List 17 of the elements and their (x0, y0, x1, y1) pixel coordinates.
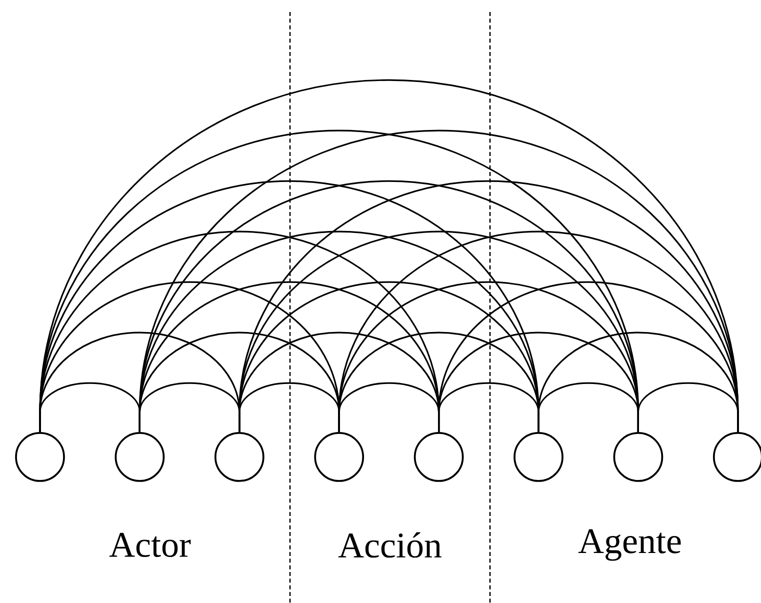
arc (438, 281, 739, 432)
circle-node (214, 432, 264, 482)
arc (538, 332, 739, 432)
circle-node (15, 432, 65, 482)
circle-node (114, 432, 165, 482)
circle-node (314, 432, 364, 482)
section-label: Actor (106, 530, 194, 560)
section-label: Agente (575, 526, 685, 564)
circle-node (414, 432, 464, 482)
arc (238, 180, 739, 432)
arc (138, 130, 739, 432)
circle-node (613, 432, 664, 482)
circle-node (514, 432, 564, 482)
section-label: Acción (335, 530, 445, 560)
arc (39, 79, 739, 432)
arc (637, 382, 739, 432)
arc (338, 230, 739, 432)
